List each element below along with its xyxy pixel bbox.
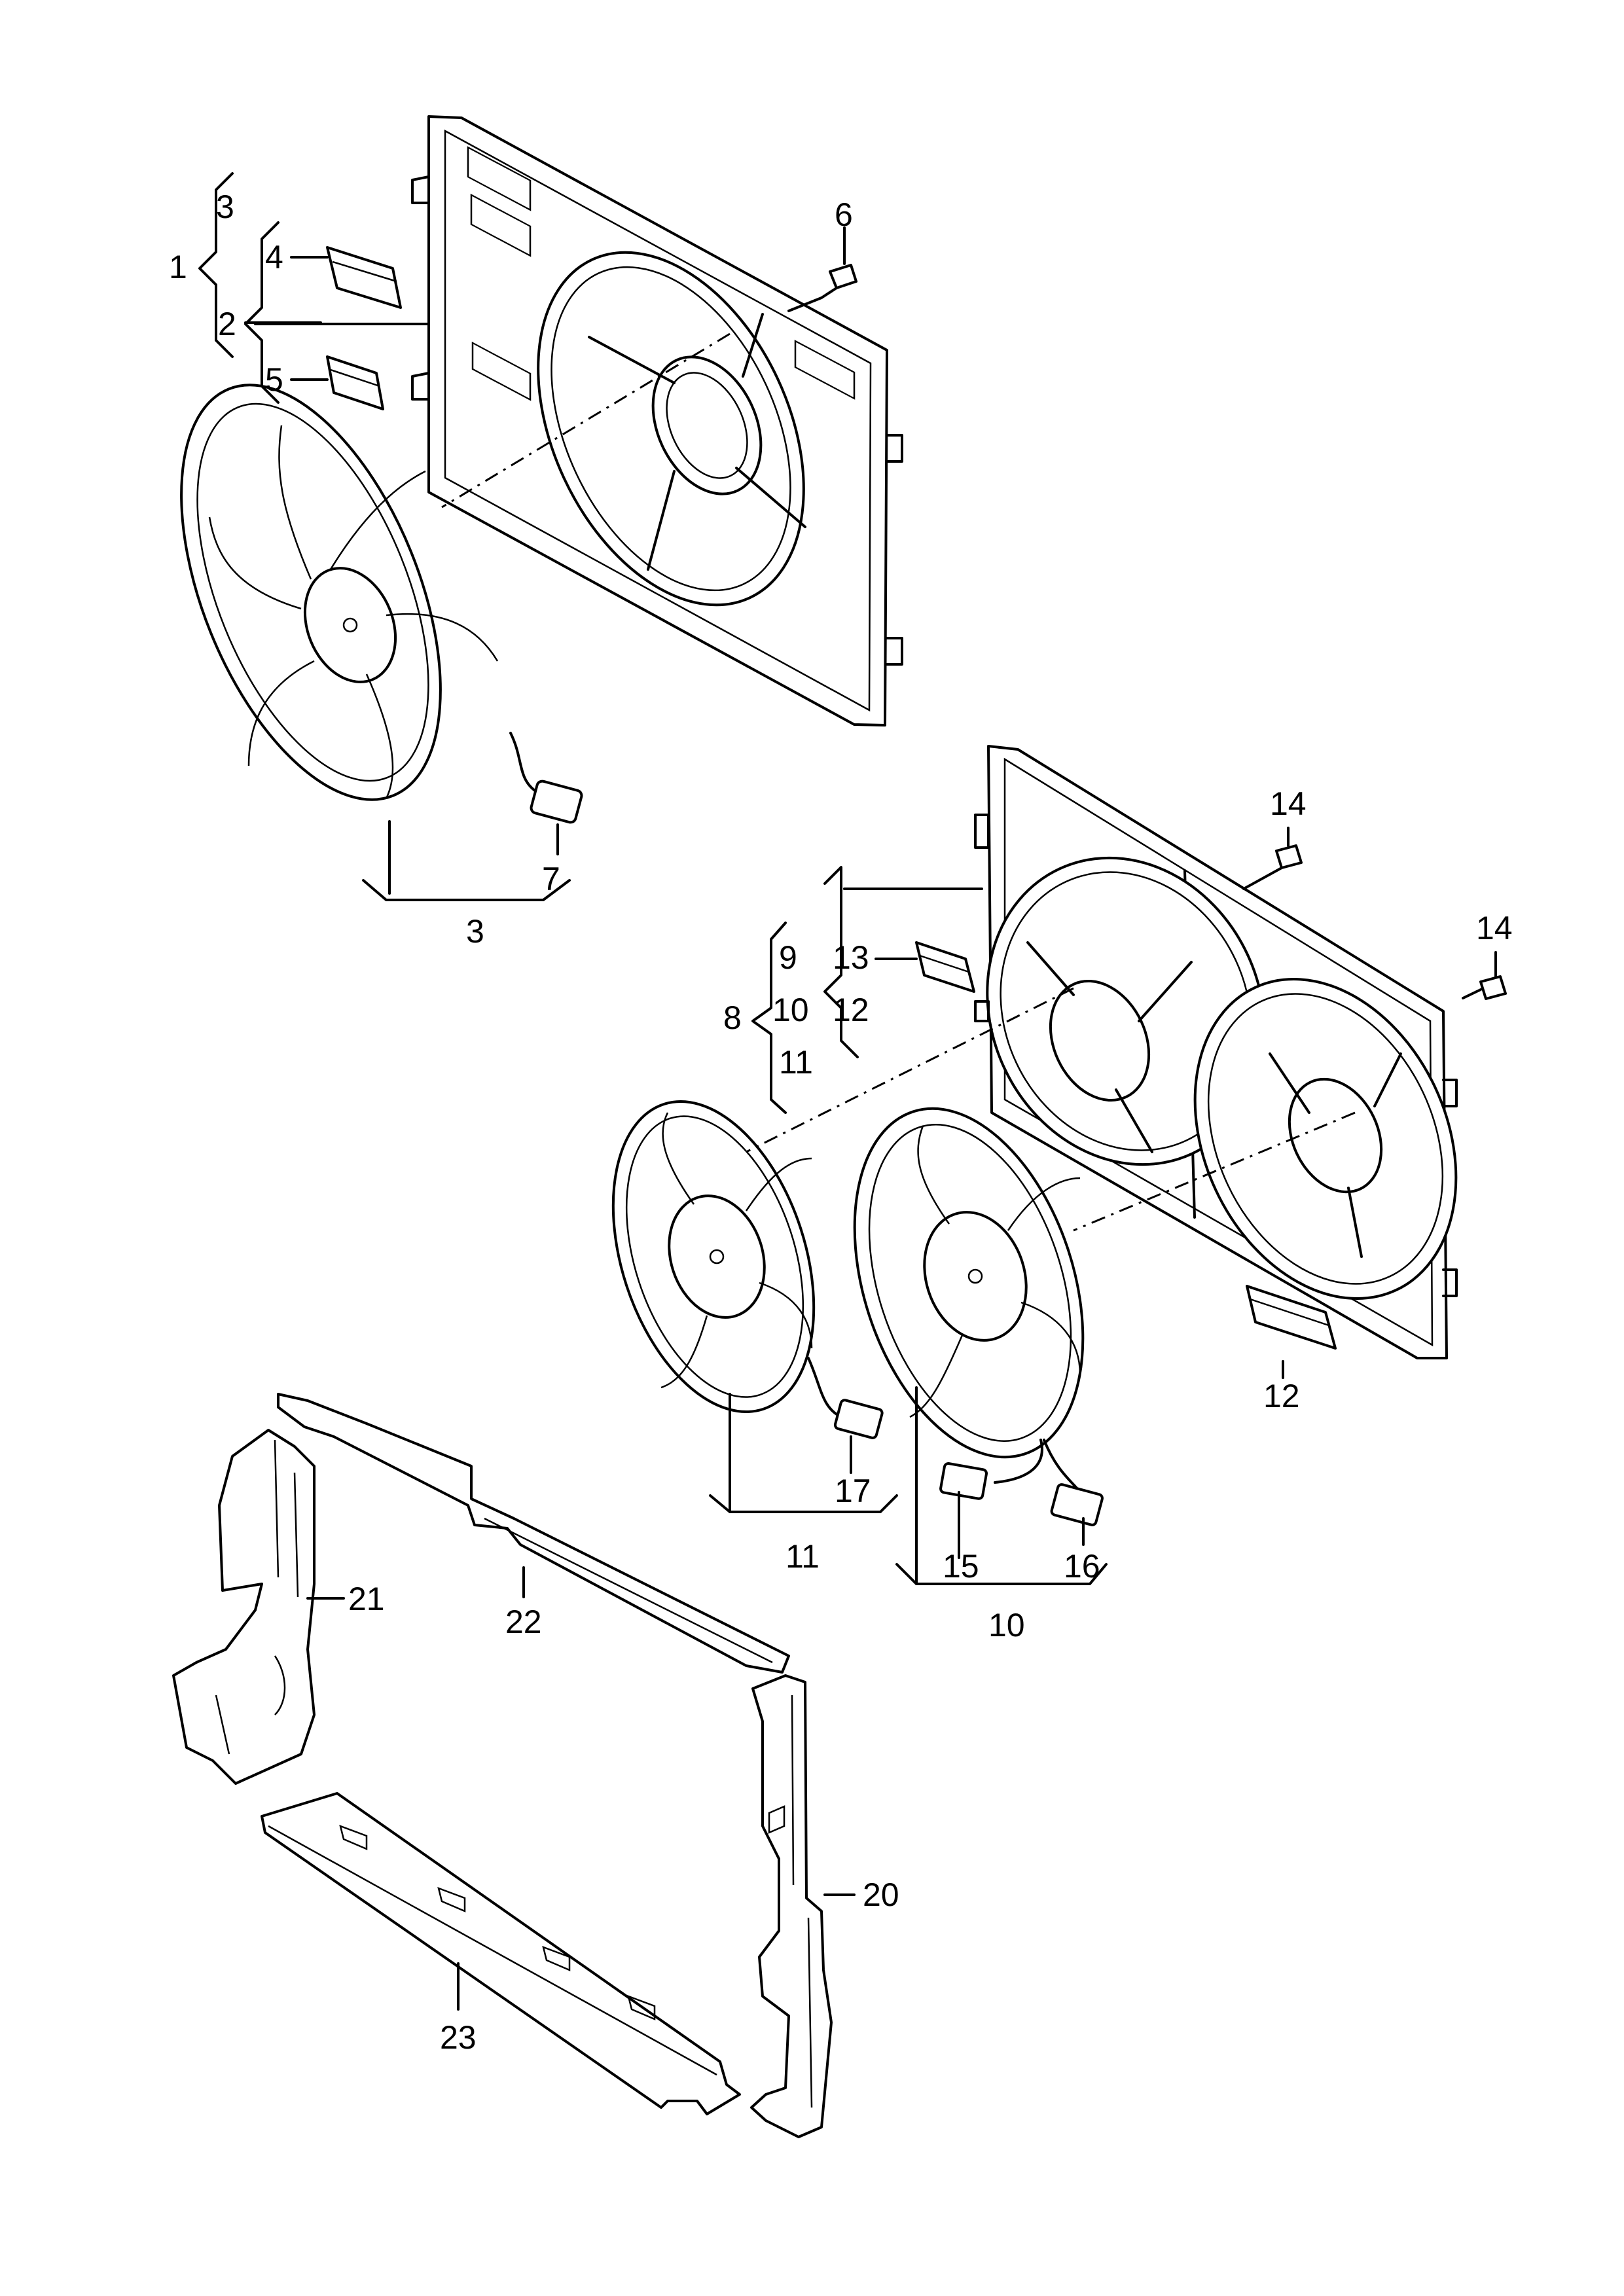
seal-strip-13[interactable] bbox=[915, 941, 975, 993]
air-guide-21[interactable] bbox=[172, 1429, 316, 1785]
callout-11-group: 11 bbox=[779, 1044, 813, 1081]
callout-16: 16 bbox=[1064, 1548, 1100, 1585]
callout-20: 20 bbox=[863, 1876, 899, 1913]
bolt-14-right[interactable] bbox=[1462, 975, 1507, 1000]
fan-large[interactable] bbox=[814, 1079, 1124, 1526]
callout-6: 6 bbox=[835, 196, 853, 233]
seal-strip-5[interactable] bbox=[326, 355, 384, 410]
callout-12-group: 12 bbox=[833, 992, 869, 1028]
fan-shroud-single[interactable] bbox=[411, 115, 903, 726]
callout-5: 5 bbox=[265, 361, 283, 398]
callout-22: 22 bbox=[505, 1604, 542, 1640]
bolt-6[interactable] bbox=[820, 264, 857, 299]
fan-shroud-dual[interactable] bbox=[938, 745, 1506, 1359]
air-guide-23[interactable] bbox=[261, 1792, 741, 2115]
callout-23: 23 bbox=[440, 2019, 477, 2056]
callout-12: 12 bbox=[1263, 1378, 1300, 1414]
callout-9: 9 bbox=[779, 939, 797, 976]
callout-15: 15 bbox=[943, 1548, 979, 1585]
callout-10-fan: 10 bbox=[988, 1607, 1025, 1643]
callout-8: 8 bbox=[723, 999, 742, 1036]
air-guide-22[interactable] bbox=[277, 1393, 790, 1674]
callout-11-fan: 11 bbox=[785, 1538, 820, 1575]
callout-21: 21 bbox=[348, 1581, 385, 1617]
callout-13: 13 bbox=[833, 939, 869, 976]
callout-10-group: 10 bbox=[772, 992, 809, 1028]
callout-14-top: 14 bbox=[1270, 785, 1307, 822]
callout-17: 17 bbox=[835, 1473, 871, 1509]
callout-1: 1 bbox=[169, 249, 187, 285]
callout-2: 2 bbox=[218, 306, 236, 342]
callout-3-fan: 3 bbox=[466, 913, 484, 950]
callout-3: 3 bbox=[216, 188, 234, 225]
callout-4: 4 bbox=[265, 239, 283, 276]
callout-14-right: 14 bbox=[1476, 910, 1513, 946]
callout-7: 7 bbox=[542, 861, 560, 897]
fan-single[interactable] bbox=[129, 349, 583, 836]
fan-small[interactable] bbox=[577, 1076, 884, 1439]
air-guide-20[interactable] bbox=[750, 1674, 833, 2138]
seal-strip-12[interactable] bbox=[1246, 1285, 1337, 1350]
seal-strip-4[interactable] bbox=[326, 246, 402, 309]
bolt-14-top[interactable] bbox=[1242, 844, 1303, 890]
